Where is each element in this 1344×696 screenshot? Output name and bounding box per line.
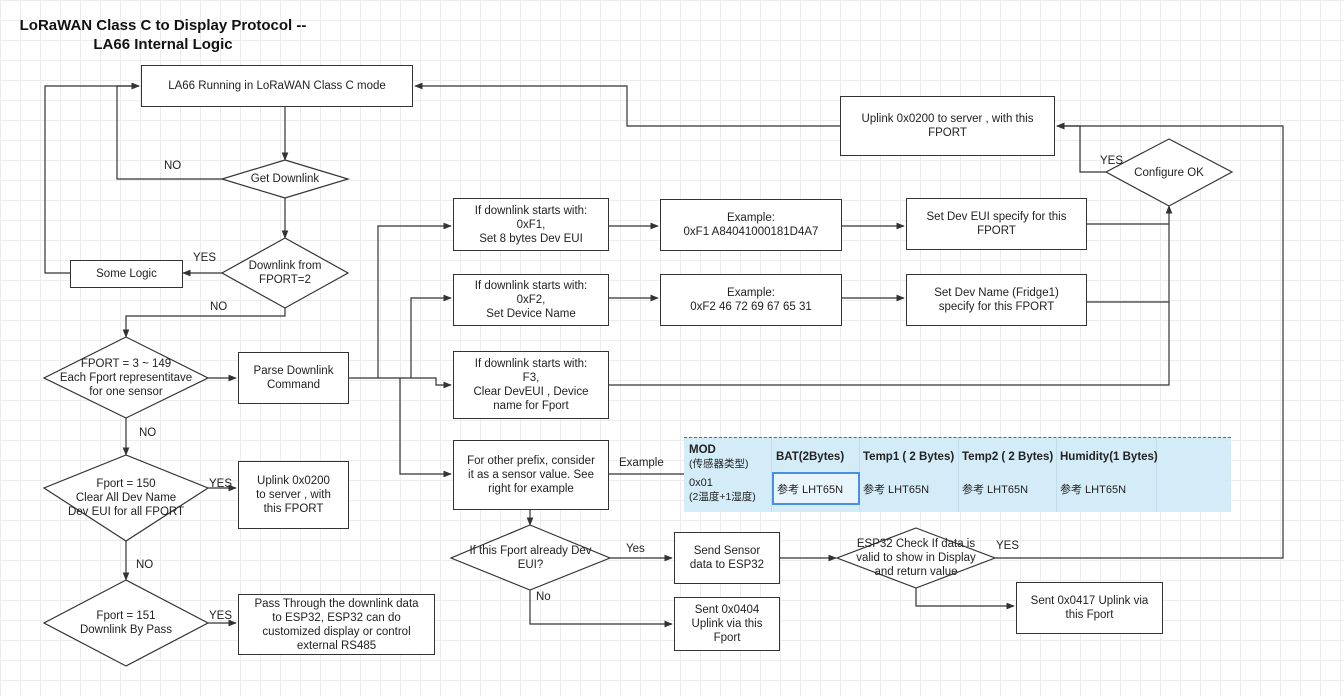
decision-get-downlink-shape bbox=[219, 159, 351, 199]
table-cell-bat[interactable]: 参考 LHT65N bbox=[772, 472, 860, 505]
table-cell-temp2: 参考 LHT65N bbox=[962, 483, 1029, 496]
node-example-f1: Example: 0xF1 A84041000181D4A7 bbox=[660, 199, 842, 251]
label-no-dev-eui: No bbox=[536, 591, 551, 603]
label-no-fport2: NO bbox=[210, 301, 228, 313]
label-yes-151: YES bbox=[209, 610, 233, 622]
edge-parse-to-f2 bbox=[410, 294, 452, 378]
node-example-f2: Example: 0xF2 46 72 69 67 65 31 bbox=[660, 274, 842, 326]
node-if-f2: If downlink starts with: 0xF2, Set Devic… bbox=[453, 274, 609, 326]
decision-dev-eui: If this Fport already Dev EUI? bbox=[469, 544, 592, 571]
decision-fport-3-149-shape bbox=[42, 336, 210, 419]
table-header-mod: MOD (传感器类型) bbox=[689, 441, 769, 473]
label-yes-esp32: YES bbox=[996, 540, 1020, 552]
label-yes-dev-eui: Yes bbox=[626, 543, 645, 555]
table-header-temp1: Temp1 ( 2 Bytes) bbox=[863, 451, 955, 463]
decision-fport-3-149: FPORT = 3 ~ 149 Each Fport representitav… bbox=[59, 357, 193, 398]
node-set-dev-eui: Set Dev EUI specify for this FPORT bbox=[906, 198, 1087, 250]
node-other-prefix: For other prefix, consider it as a senso… bbox=[453, 440, 609, 510]
label-no-get: NO bbox=[164, 160, 182, 172]
decision-configure-ok: Configure OK bbox=[1134, 166, 1204, 179]
diagram-title: LoRaWAN Class C to Display Protocol -- L… bbox=[8, 16, 318, 54]
node-send-sensor: Send Sensor data to ESP32 bbox=[674, 532, 780, 584]
decision-dev-eui-shape bbox=[449, 524, 612, 591]
decision-fport-150-shape bbox=[42, 454, 210, 542]
node-parse-command: Parse Downlink Command bbox=[238, 352, 349, 404]
example-sensor-table: MOD (传感器类型) BAT(2Bytes) Temp1 ( 2 Bytes)… bbox=[684, 437, 1231, 512]
edge-parse-to-f1 bbox=[377, 222, 452, 378]
node-pass-through: Pass Through the downlink data to ESP32,… bbox=[238, 594, 435, 655]
edge-f3-to-cfg bbox=[609, 205, 1173, 386]
decision-get-downlink: Get Downlink bbox=[250, 173, 320, 185]
decision-fport-151: Fport = 151 Downlink By Pass bbox=[79, 610, 173, 636]
decision-downlink-fport2: Downlink from FPORT=2 bbox=[248, 260, 322, 286]
edge-cfg-yes bbox=[1056, 122, 1106, 173]
edge-fport2-no bbox=[122, 307, 286, 338]
node-sent-0404: Sent 0x0404 Uplink via this Fport bbox=[674, 597, 780, 651]
table-header-mod-main: MOD bbox=[689, 443, 716, 456]
decision-configure-ok-shape bbox=[1104, 138, 1234, 207]
table-cell-temp1: 参考 LHT65N bbox=[863, 483, 930, 496]
edge-parse-to-other bbox=[399, 378, 452, 478]
diagram-title-line2: LA66 Internal Logic bbox=[93, 36, 233, 53]
node-sent-0417: Sent 0x0417 Uplink via this Fport bbox=[1016, 582, 1163, 634]
table-header-bat: BAT(2Bytes) bbox=[776, 451, 845, 463]
table-header-mod-sub: (传感器类型) bbox=[689, 457, 749, 470]
table-header-humidity: Humidity(1 Bytes) bbox=[1060, 451, 1158, 463]
decision-esp32-check-shape bbox=[835, 527, 997, 589]
decision-downlink-fport2-shape bbox=[220, 237, 350, 309]
label-yes-configure: YES bbox=[1100, 155, 1124, 167]
label-yes-fport2: YES bbox=[193, 252, 217, 264]
node-uplink-0200-top: Uplink 0x0200 to server , with this FPOR… bbox=[840, 96, 1055, 156]
diagram-title-line1: LoRaWAN Class C to Display Protocol -- bbox=[19, 17, 307, 34]
node-running: LA66 Running in LoRaWAN Class C mode bbox=[141, 65, 413, 107]
decision-fport-151-shape bbox=[42, 579, 210, 667]
label-no-150: NO bbox=[136, 559, 154, 571]
node-if-f1: If downlink starts with: 0xF1, Set 8 byt… bbox=[453, 198, 609, 251]
table-cell-mod: 0x01 (2温度+1湿度) bbox=[689, 474, 769, 506]
table-cell-humidity: 参考 LHT65N bbox=[1060, 483, 1127, 496]
node-some-logic: Some Logic bbox=[70, 260, 183, 288]
node-if-f3: If downlink starts with: F3, Clear DevEU… bbox=[453, 351, 609, 419]
node-uplink-0200-left: Uplink 0x0200 to server , with this FPOR… bbox=[238, 461, 349, 529]
edge-uplinktop-to-running bbox=[414, 82, 840, 127]
decision-fport-150: Fport = 150 Clear All Dev Name Dev EUI f… bbox=[67, 478, 185, 518]
label-no-3149: NO bbox=[139, 427, 157, 439]
table-cell-mod-main: 0x01 bbox=[689, 476, 713, 489]
node-set-dev-name: Set Dev Name (Fridge1) specify for this … bbox=[906, 274, 1087, 326]
decision-esp32-check: ESP32 Check If data is valid to show in … bbox=[856, 538, 976, 578]
edge-deveui-no bbox=[529, 590, 673, 628]
edge-esp-to-0417 bbox=[915, 588, 1015, 610]
table-header-temp2: Temp2 ( 2 Bytes) bbox=[962, 451, 1054, 463]
table-cell-mod-sub: (2温度+1湿度) bbox=[689, 490, 756, 503]
edge-parse-to-f3 bbox=[400, 377, 452, 389]
edge-somelogic-loop bbox=[44, 82, 140, 274]
label-yes-150: YES bbox=[209, 478, 233, 490]
label-example: Example bbox=[619, 457, 664, 469]
edge-esp-yes bbox=[995, 122, 1284, 559]
